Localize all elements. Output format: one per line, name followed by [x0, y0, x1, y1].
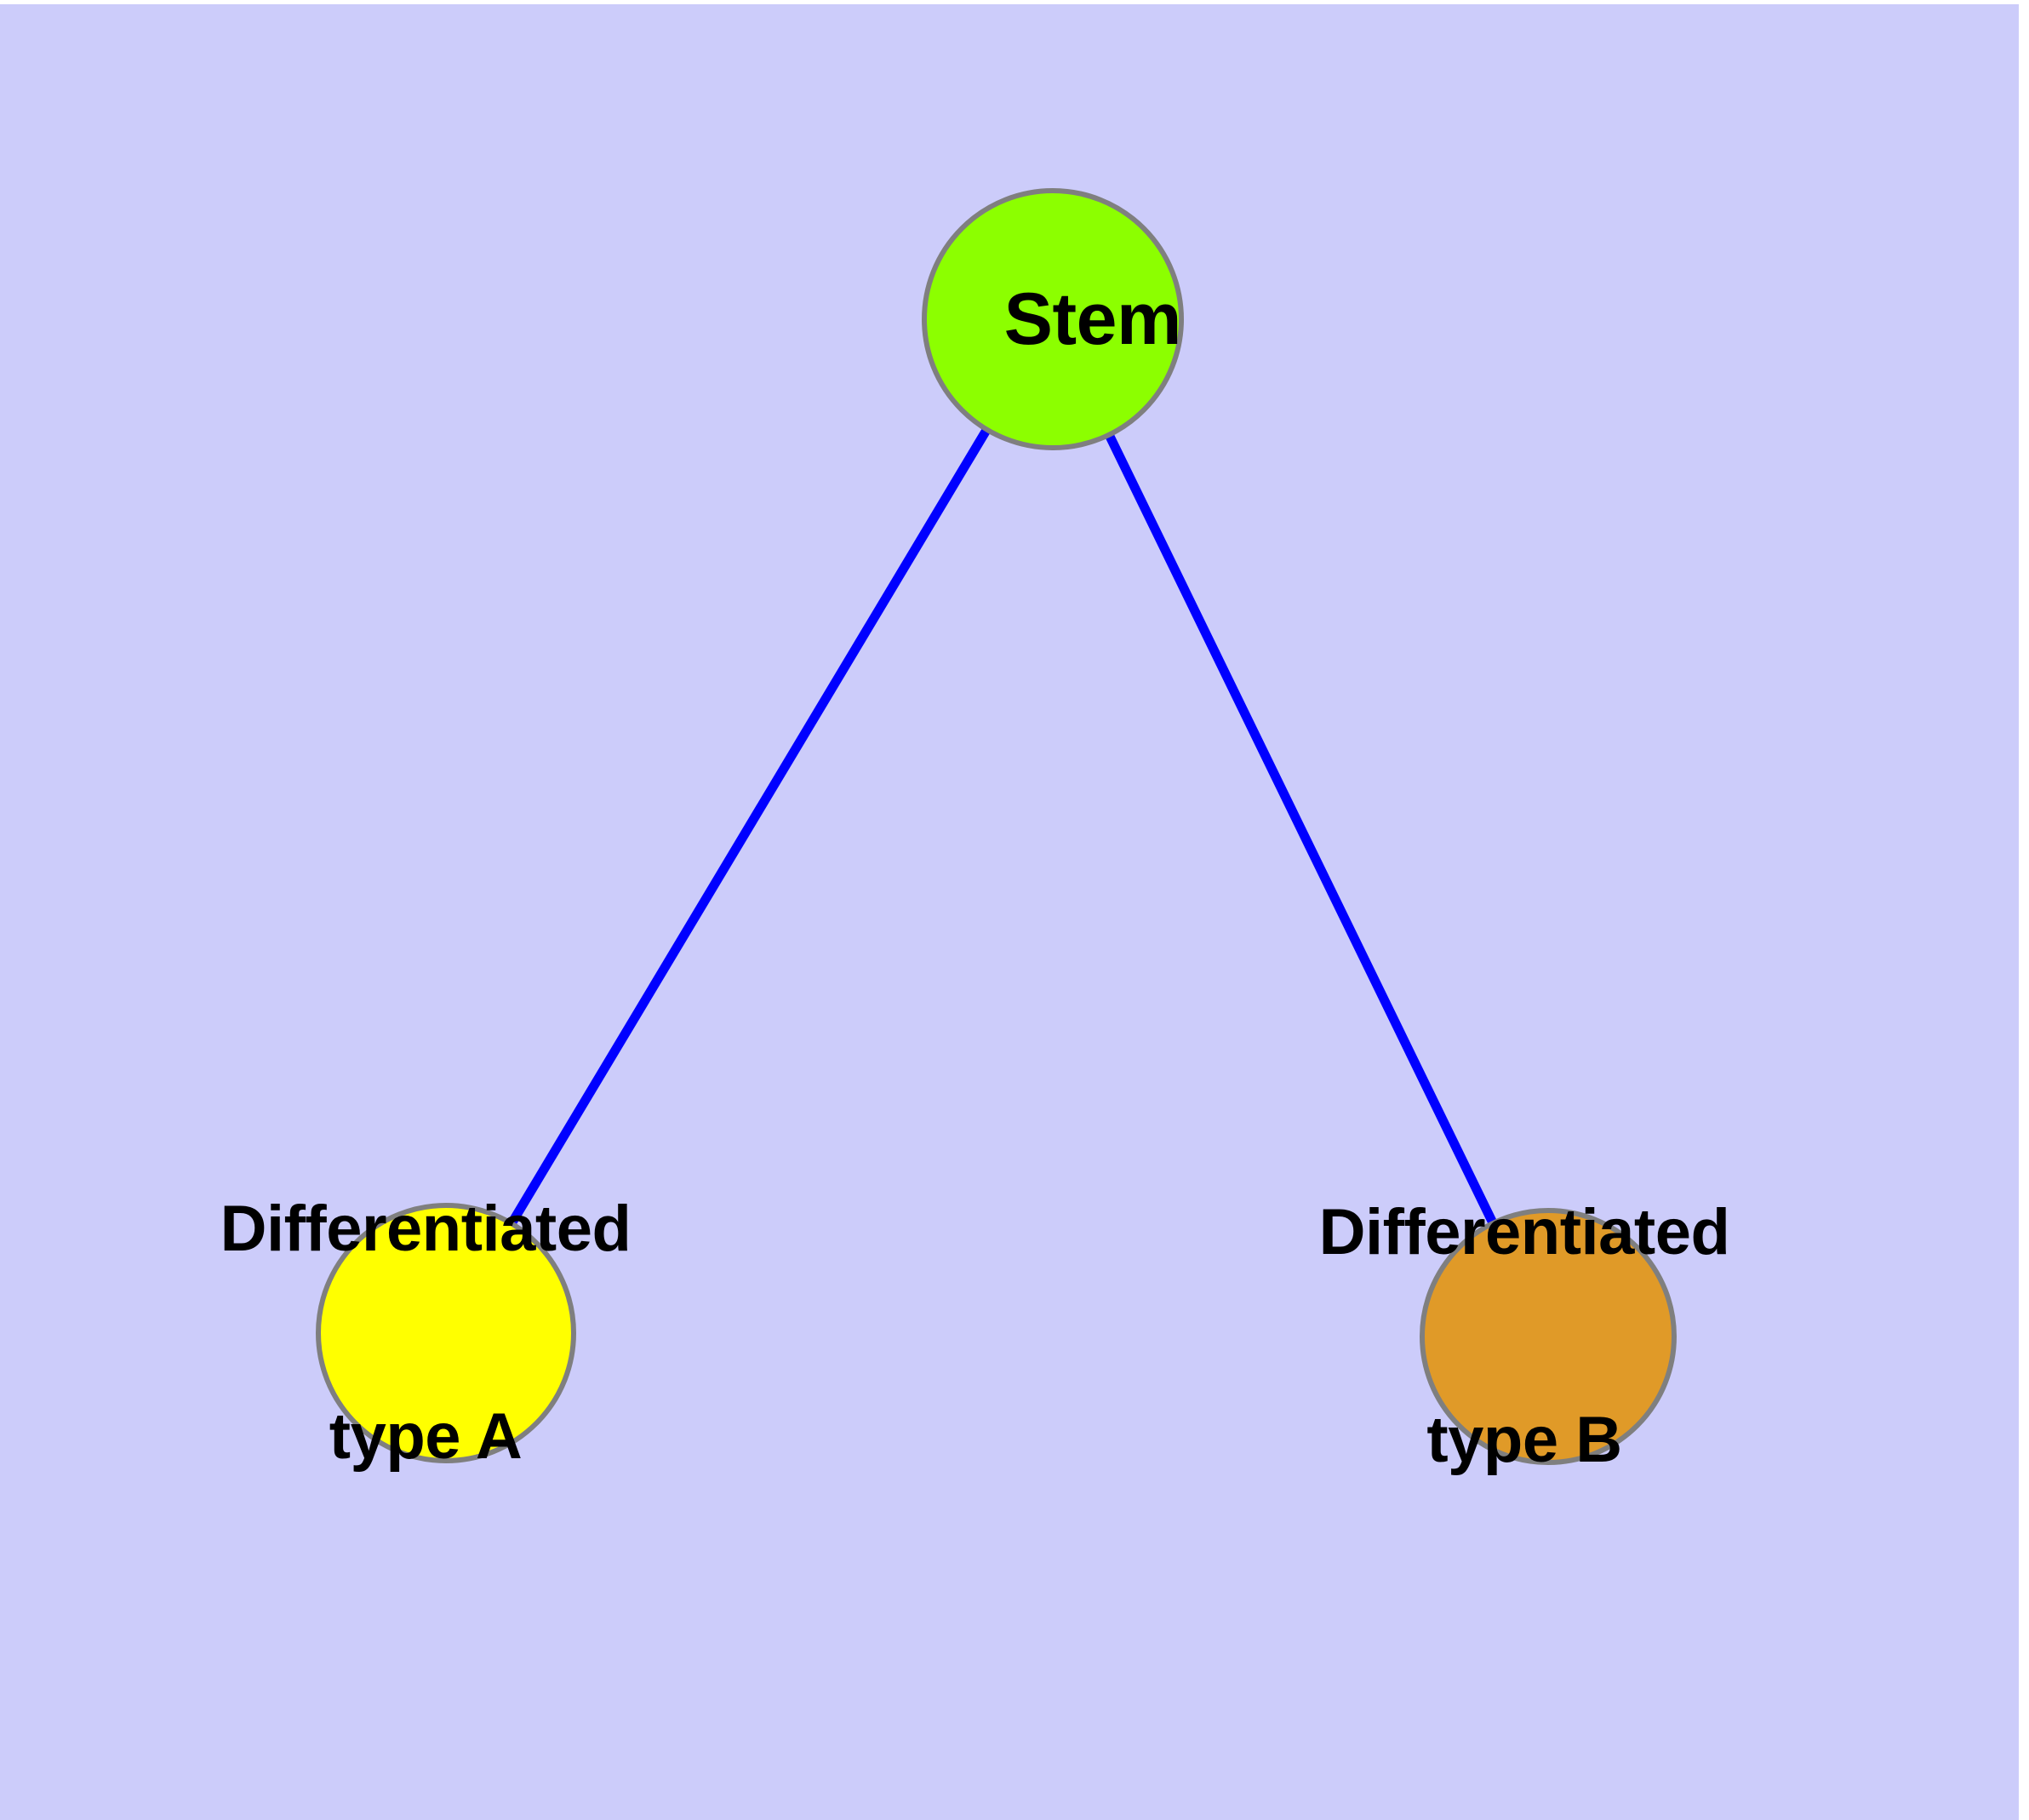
edge-layer [507, 426, 1498, 1227]
node-layer [316, 188, 1677, 1465]
node-diff-a[interactable] [316, 1203, 576, 1463]
node-diff-b[interactable] [1420, 1208, 1677, 1465]
edge-stem-to-diff-a[interactable] [507, 426, 992, 1227]
edge-stem-to-diff-b[interactable] [1105, 432, 1498, 1226]
node-stem[interactable] [922, 188, 1184, 450]
